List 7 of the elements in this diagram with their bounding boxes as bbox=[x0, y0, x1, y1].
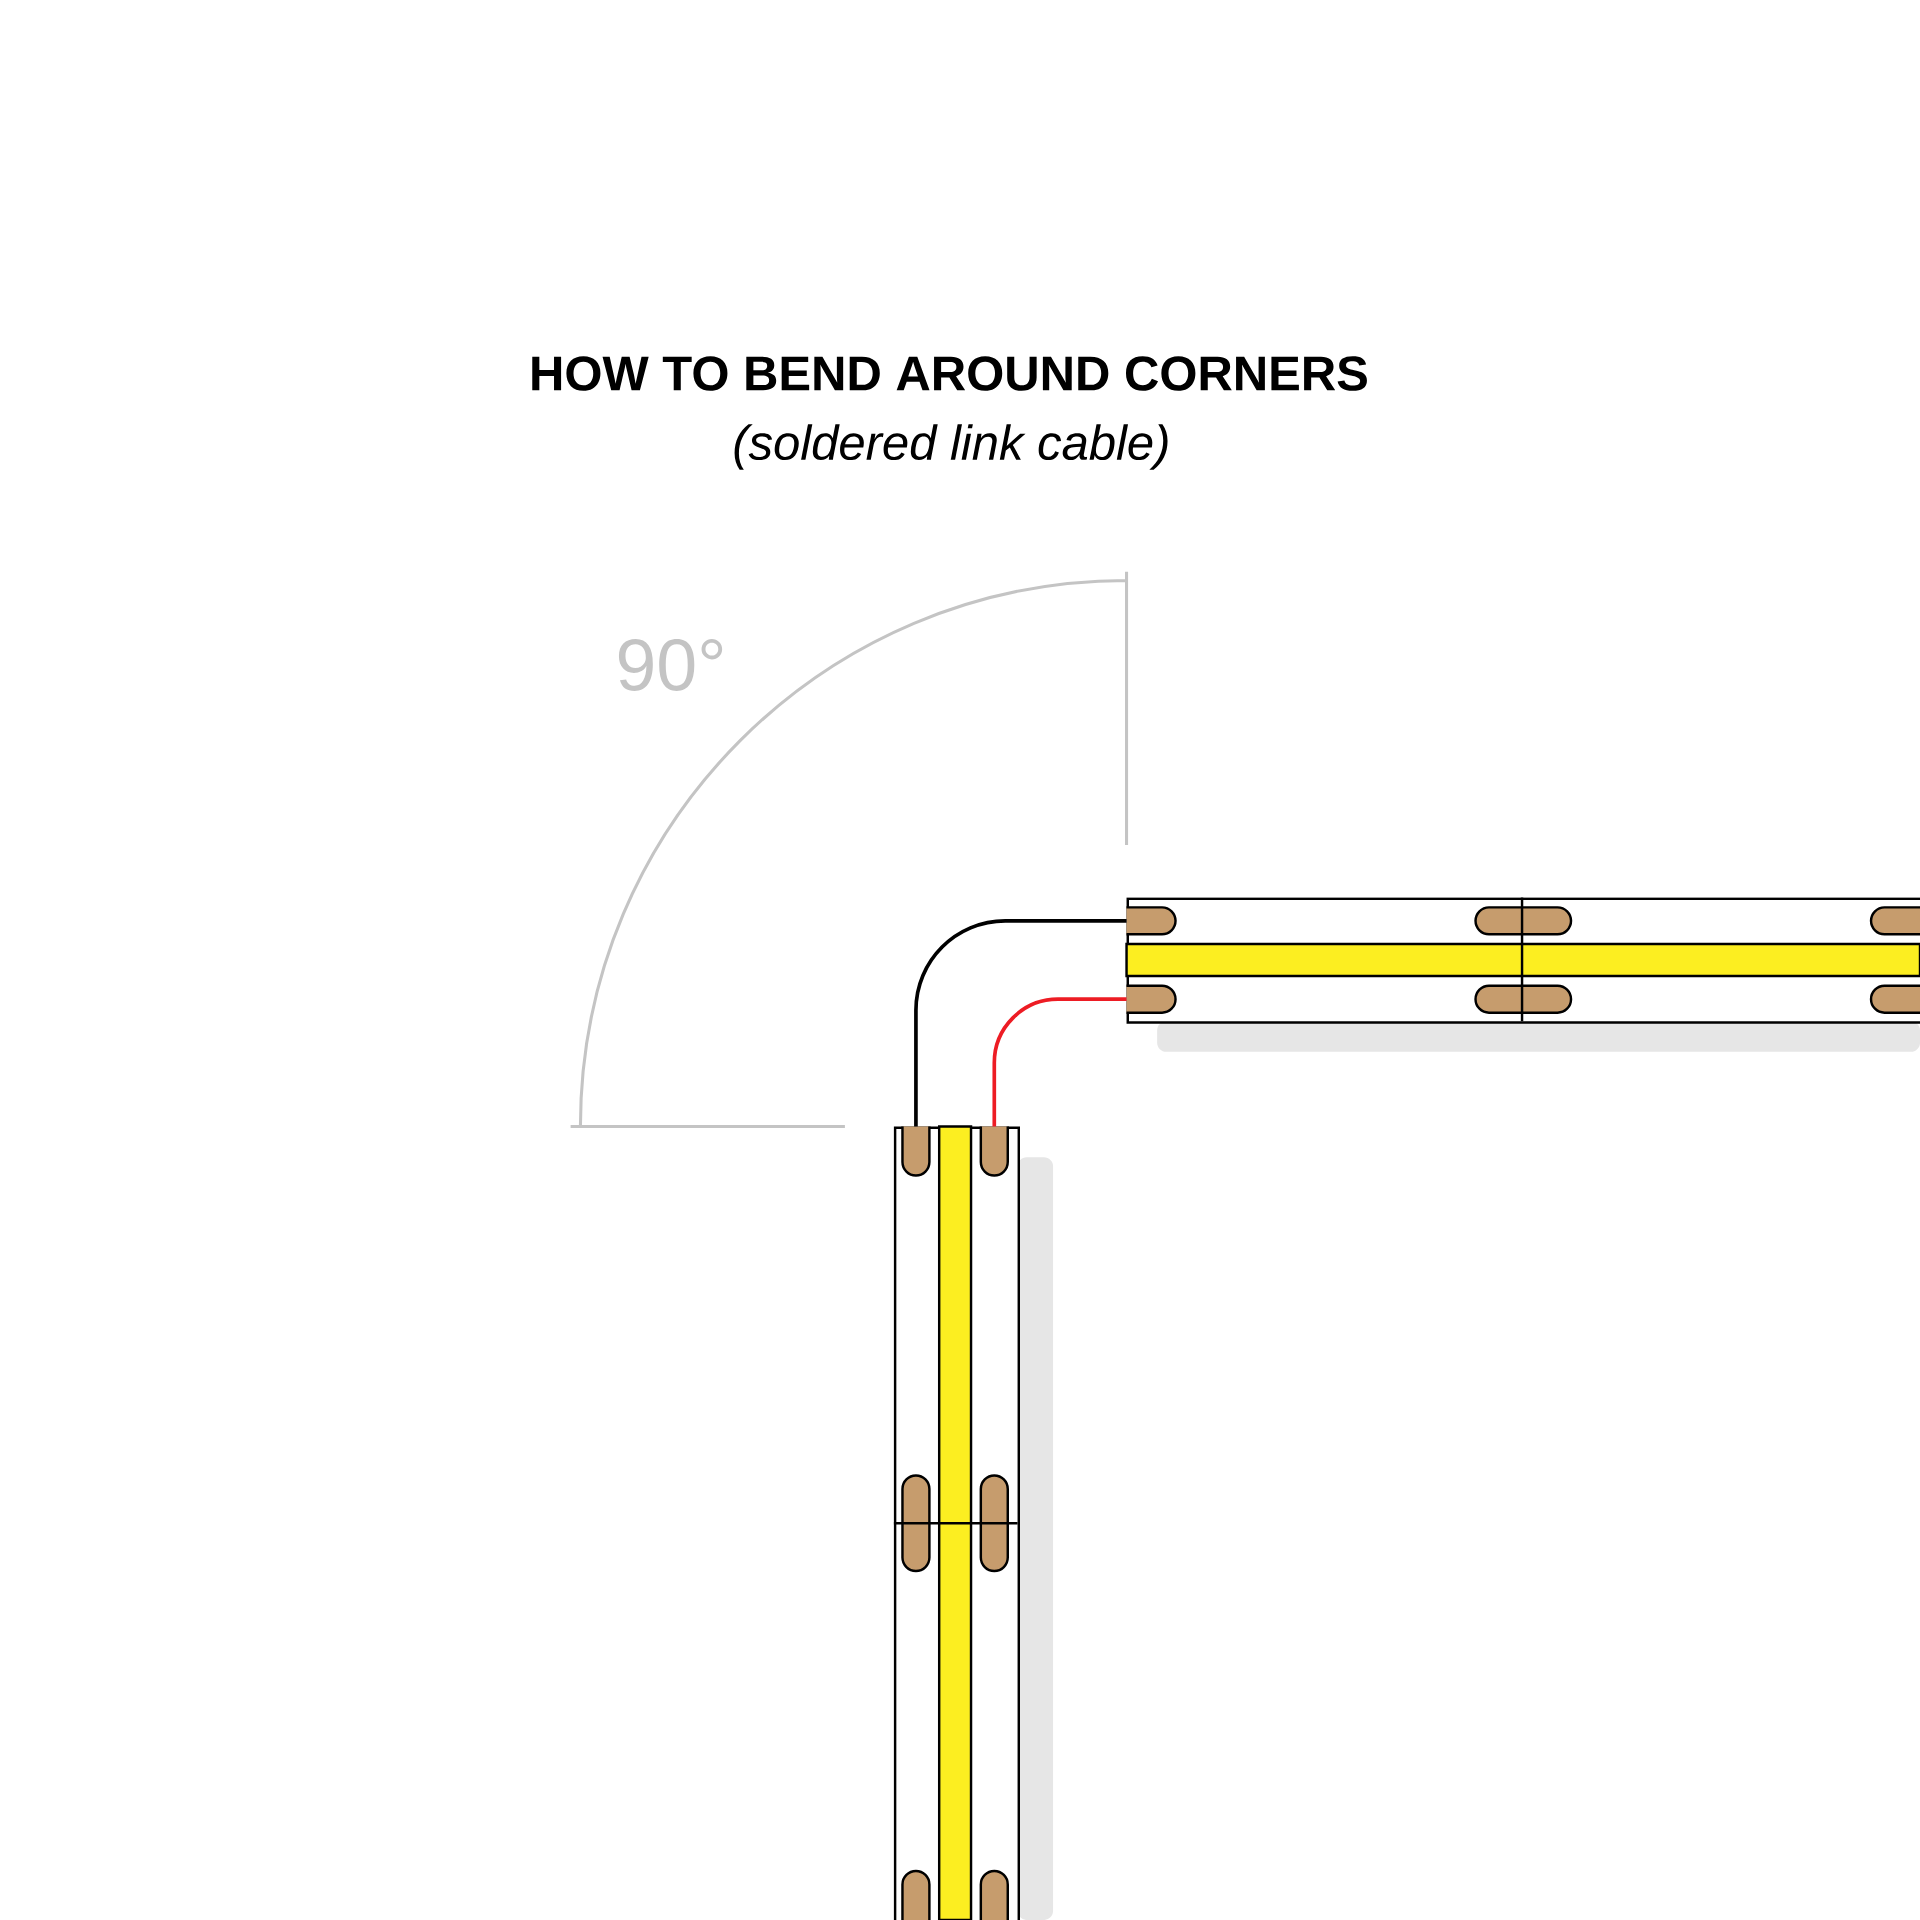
wire bbox=[992, 997, 1127, 1127]
wire bbox=[914, 919, 1127, 1127]
title: HOW TO BEND AROUND CORNERS bbox=[532, 356, 1367, 391]
subtitle: (soldered link cable) bbox=[734, 424, 1168, 470]
angle-label: 90° bbox=[618, 638, 723, 691]
led-strip bbox=[893, 1125, 1020, 1920]
led-strip bbox=[1125, 897, 1920, 1024]
